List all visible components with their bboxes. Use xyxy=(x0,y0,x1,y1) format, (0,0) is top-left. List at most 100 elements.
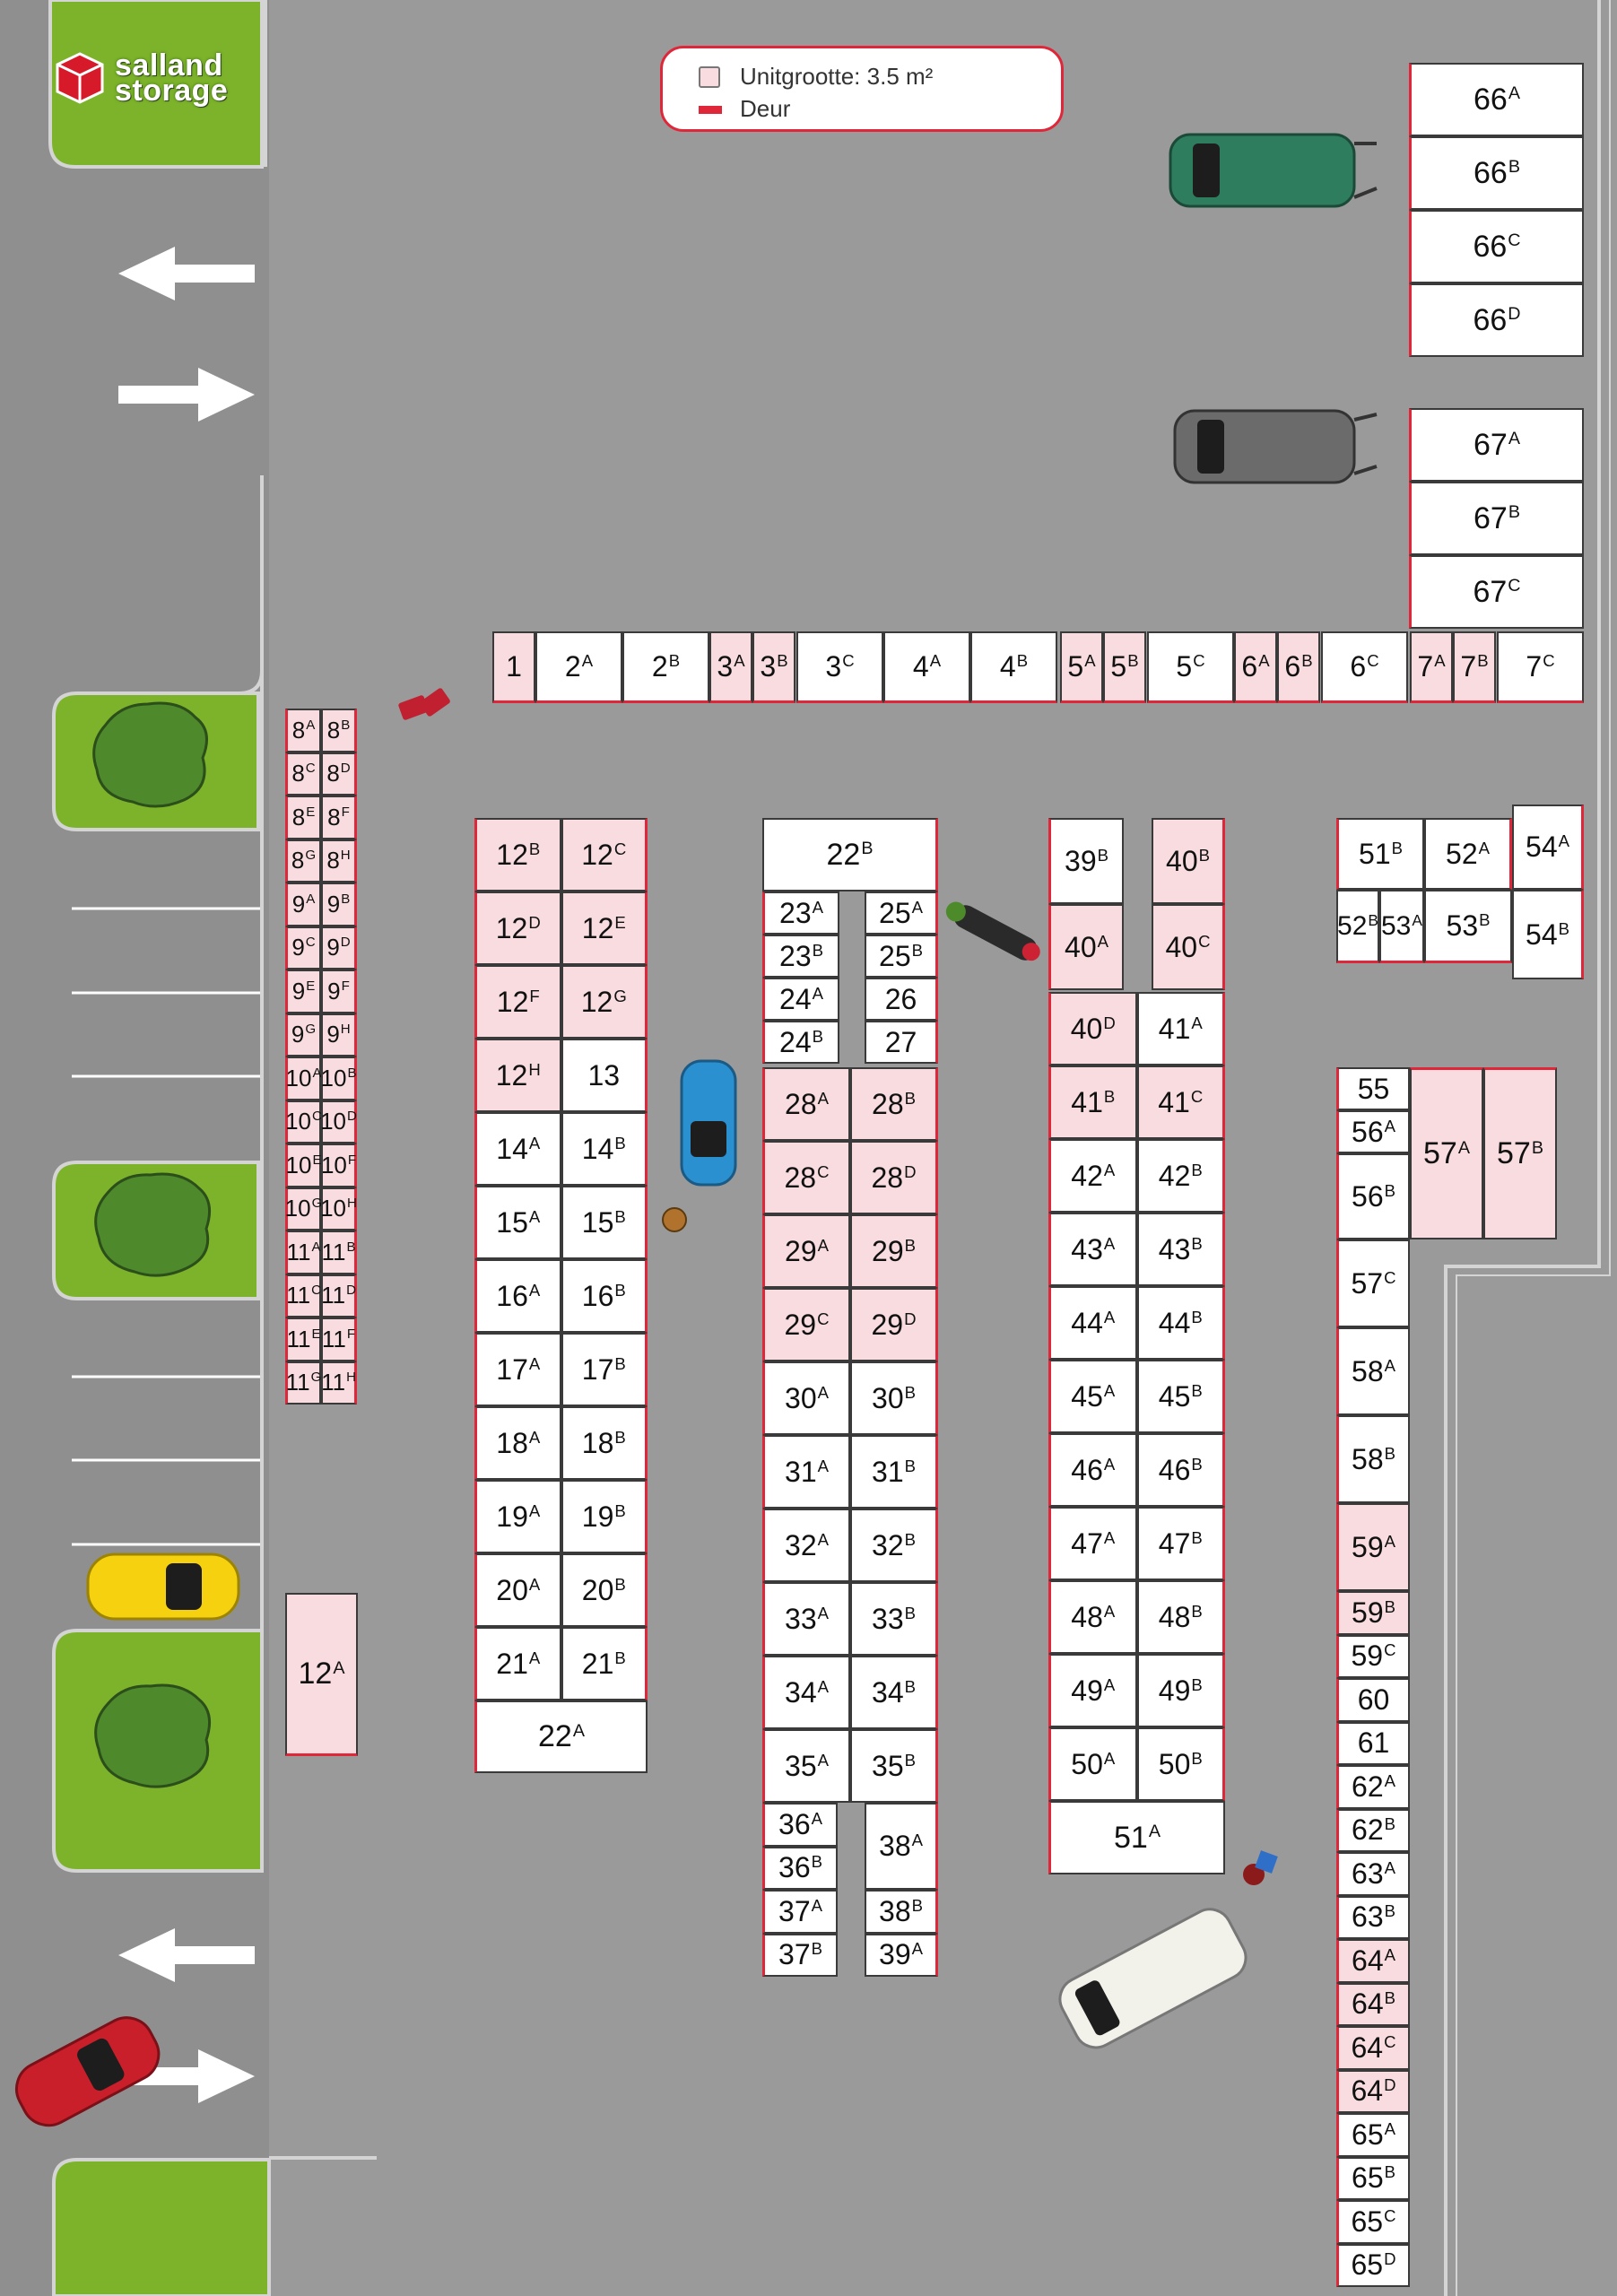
unit-61[interactable]: 61 xyxy=(1336,1721,1410,1765)
unit-55[interactable]: 55 xyxy=(1336,1067,1410,1110)
unit-60[interactable]: 60 xyxy=(1336,1678,1410,1722)
unit-27[interactable]: 27 xyxy=(865,1021,938,1064)
